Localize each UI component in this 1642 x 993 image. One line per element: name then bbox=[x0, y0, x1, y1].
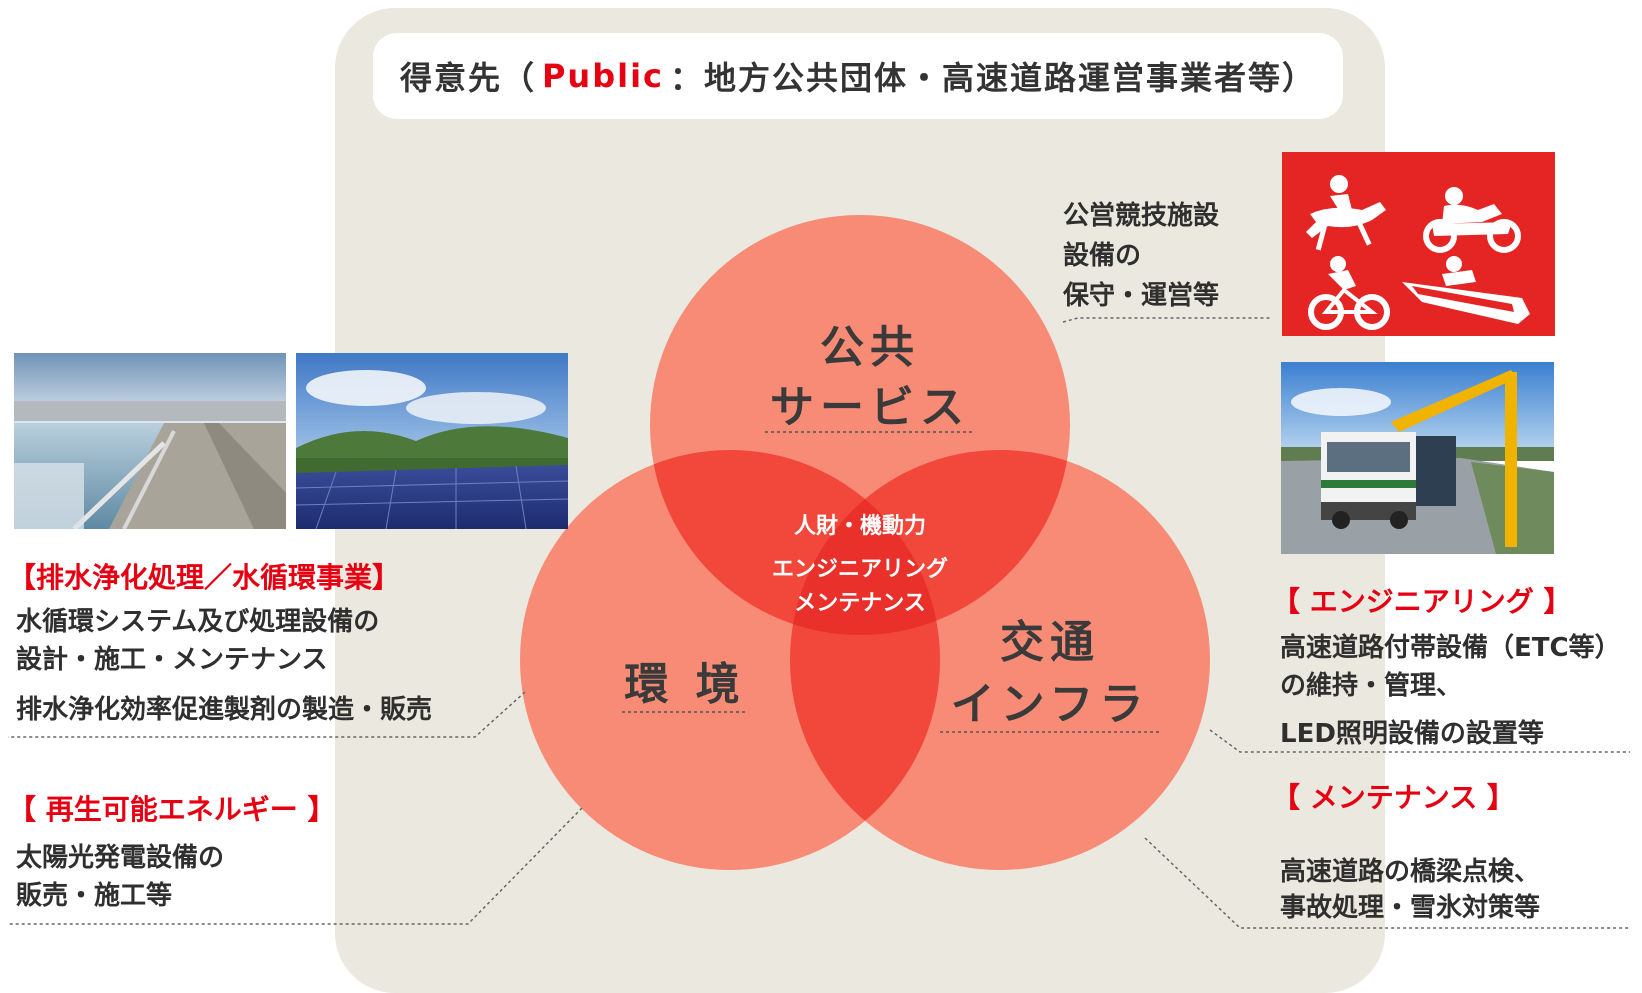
bridge-inspection-truck-photo bbox=[1281, 362, 1554, 554]
cycling-icon bbox=[1308, 256, 1390, 330]
center-line2: エンジニアリング bbox=[771, 557, 948, 582]
public-service-label: 公共 サービス bbox=[770, 322, 970, 433]
motorcycle-racing-icon bbox=[1423, 187, 1521, 253]
maintenance-section-title: 【 メンテナンス 】 bbox=[1272, 781, 1515, 814]
maintenance-body-1: 高速道路の橋梁点検、 bbox=[1280, 857, 1541, 887]
renewable-body-2: 販売・施工等 bbox=[16, 881, 173, 911]
overlap-center bbox=[790, 450, 940, 635]
leader-maintenance bbox=[1144, 837, 1630, 929]
boat-racing-icon bbox=[1402, 256, 1530, 324]
maintenance-body-2: 事故処理・雪氷対策等 bbox=[1280, 893, 1541, 923]
engineering-section-title: 【 エンジニアリング 】 bbox=[1272, 585, 1572, 618]
renewable-section-title: 【 再生可能エネルギー 】 bbox=[8, 793, 336, 826]
clients-header: 得意先（ Public ：地方公共団体・高速道路運営事業者等） bbox=[373, 33, 1343, 119]
public-racing-icons bbox=[1282, 152, 1555, 336]
water-body-1: 水循環システム及び処理設備の bbox=[16, 607, 380, 637]
solar-panel-photo bbox=[296, 353, 568, 529]
leader-engineering bbox=[1209, 729, 1630, 753]
engineering-body-3: LED照明設備の設置等 bbox=[1280, 719, 1544, 749]
water-body-2: 設計・施工・メンテナンス bbox=[16, 645, 328, 675]
header-accent: Public bbox=[541, 57, 665, 95]
center-line1: 人財・機動力 bbox=[793, 514, 926, 539]
water-section-title: 【排水浄化処理／水循環事業】 bbox=[8, 561, 401, 594]
leader-renewable bbox=[8, 807, 583, 925]
center-line3: メンテナンス bbox=[794, 591, 926, 616]
leader-racing bbox=[1062, 317, 1270, 323]
water-treatment-photo bbox=[14, 353, 286, 529]
water-body-3: 排水浄化効率促進製剤の製造・販売 bbox=[16, 695, 433, 725]
engineering-body-2: の維持・管理、 bbox=[1280, 671, 1463, 701]
header-prefix: 得意先（ bbox=[399, 59, 536, 97]
leader-water bbox=[8, 691, 526, 738]
horse-racing-icon bbox=[1306, 175, 1386, 251]
engineering-body-1: 高速道路付帯設備（ETC等） bbox=[1280, 633, 1621, 663]
traffic-infra-label: 交通 インフラ bbox=[950, 617, 1150, 730]
renewable-body-1: 太陽光発電設備の bbox=[16, 843, 225, 873]
racing-description: 公営競技施設 設備の 保守・運営等 bbox=[1063, 201, 1220, 311]
header-suffix: ：地方公共団体・高速道路運営事業者等） bbox=[670, 59, 1317, 97]
environment-label: 環 境 bbox=[624, 659, 746, 710]
